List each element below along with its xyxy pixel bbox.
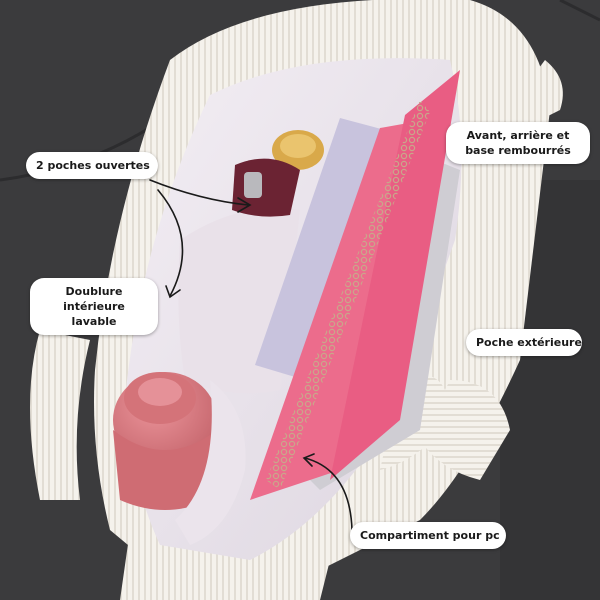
arrow-lining-up: [157, 189, 184, 299]
callout-open-pockets: 2 poches ouvertes: [26, 152, 158, 179]
right-handle: [530, 60, 563, 120]
left-handle: [30, 330, 90, 500]
callout-washable-lining: Doublure intérieure lavable: [30, 278, 158, 335]
callout-padded: Avant, arrière et base rembourrés: [446, 122, 590, 164]
lilac-folder: [255, 118, 385, 380]
callout-laptop-compartment: Compartiment pour pc: [350, 522, 506, 549]
callout-outer-pocket: Poche extérieure: [466, 329, 582, 356]
arrow-pockets: [149, 179, 252, 213]
arrow-laptop: [302, 453, 353, 531]
notebook-spiral: [266, 100, 430, 490]
burgundy-pouch: [232, 158, 300, 217]
